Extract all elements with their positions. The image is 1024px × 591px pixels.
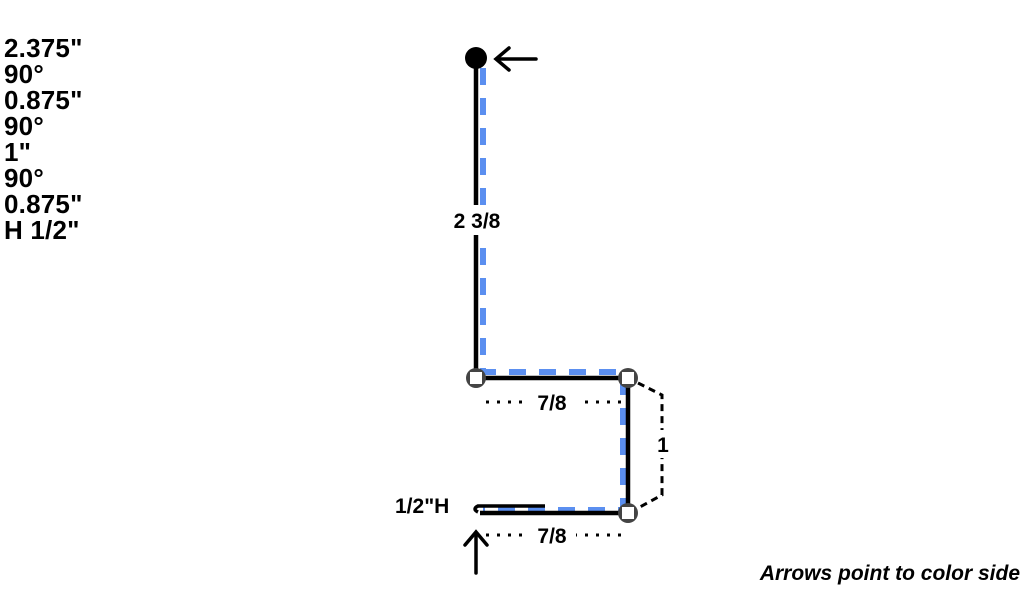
- spec-item: 90°: [4, 59, 44, 89]
- hem-fold: [473, 504, 545, 514]
- bend-spec-list: 2.375" 90° 0.875" 90° 1" 90° 0.875" H 1/…: [4, 35, 83, 243]
- legend-note: Arrows point to color side: [759, 562, 1020, 585]
- color-side-path: [480, 68, 626, 513]
- spec-item: 0.875": [4, 189, 83, 219]
- segment-label-2: 1: [657, 434, 669, 457]
- arrow-up-icon: [463, 529, 489, 575]
- spec-item: 90°: [4, 163, 44, 193]
- bend-node-icon: [618, 503, 638, 523]
- bend-node-icon: [618, 368, 638, 388]
- arrow-left-icon: [493, 46, 538, 72]
- segment-label-1: 7/8: [537, 392, 567, 415]
- profile-line: [473, 58, 631, 516]
- spec-item: 2.375": [4, 33, 83, 63]
- bend-node-icon: [466, 368, 486, 388]
- spec-item: 1": [4, 137, 32, 167]
- spec-item: 0.875": [4, 85, 83, 115]
- spec-item: 90°: [4, 111, 44, 141]
- segment-label-3: 7/8: [537, 525, 567, 548]
- spec-item: H 1/2": [4, 215, 80, 245]
- hem-label: 1/2"H: [395, 495, 449, 518]
- segment-label-0: 2 3/8: [454, 210, 501, 233]
- start-node-icon: [465, 47, 487, 69]
